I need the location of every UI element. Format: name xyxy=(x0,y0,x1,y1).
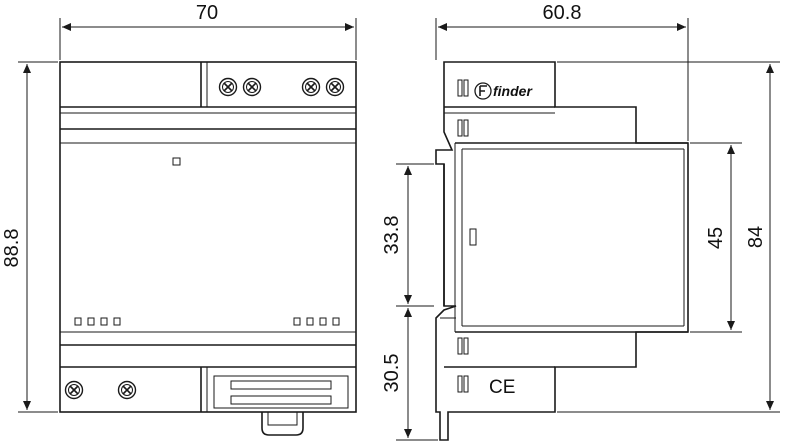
side-view: finder CE xyxy=(435,61,689,441)
front-housing xyxy=(59,61,357,413)
screw-terminal-icon xyxy=(325,77,345,97)
dim-label-70: 70 xyxy=(196,2,218,24)
screw-terminal-icon xyxy=(242,77,262,97)
dimension-front-height: 88.8 xyxy=(1,61,58,413)
din-clip xyxy=(261,412,304,436)
dimension-lower: 30.5 xyxy=(381,308,438,441)
led-row-left xyxy=(74,317,121,326)
finder-logo-icon: finder xyxy=(474,82,533,100)
brand-label: finder xyxy=(493,83,533,99)
dim-label-45: 45 xyxy=(705,227,727,249)
screw-terminal-icon xyxy=(117,380,137,400)
led-row-right xyxy=(293,317,340,326)
dim-label-88-8: 88.8 xyxy=(1,229,23,268)
connector-block xyxy=(213,375,349,409)
dimension-side-height: 84 xyxy=(557,61,780,413)
dim-label-30-5: 30.5 xyxy=(381,354,403,393)
screw-terminal-icon xyxy=(218,77,238,97)
front-view xyxy=(59,61,357,436)
screw-terminal-icon xyxy=(301,77,321,97)
screw-terminal-icon xyxy=(64,380,84,400)
indicator-square xyxy=(172,157,181,166)
dimension-side-depth: 60.8 xyxy=(435,2,689,141)
ce-mark-icon: CE xyxy=(489,377,515,398)
side-housing xyxy=(435,61,689,441)
dim-label-33-8: 33.8 xyxy=(381,216,403,255)
ce-label: CE xyxy=(489,377,515,398)
dimension-front-width: 70 xyxy=(59,2,357,60)
dim-label-84: 84 xyxy=(745,226,767,248)
side-terminal-marks xyxy=(457,79,469,393)
dimension-rail: 33.8 xyxy=(381,163,434,307)
dimension-front-face: 45 xyxy=(690,142,742,333)
dim-label-60-8: 60.8 xyxy=(543,2,582,24)
